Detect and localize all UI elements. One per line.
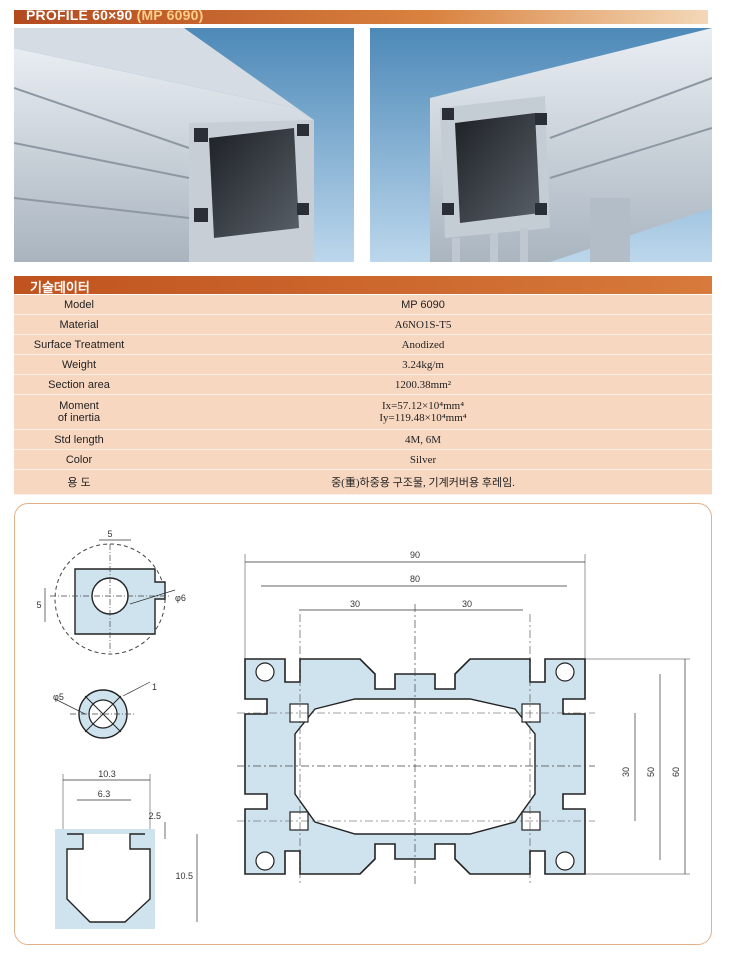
spec-value: 3.24kg/m [144, 354, 712, 375]
spec-value-line1: Ix=57.12×10⁴mm⁴ [381, 400, 465, 412]
dim-total-width: 90 [410, 550, 420, 560]
groove-detail: 10.3 6.3 2.5 10.5 [55, 769, 198, 929]
spec-value: 1200.38mm² [144, 374, 712, 395]
table-row: Section area 1200.38mm² [14, 374, 712, 395]
spec-label: Surface Treatment [14, 334, 144, 355]
dim-slot-left: 5 [36, 600, 41, 610]
spec-label: 용 도 [14, 469, 144, 495]
dim-slot-top: 5 [107, 529, 112, 539]
table-row: 용 도 중(重)하중용 구조물, 기계커버용 후레임. [14, 469, 712, 495]
table-row: Moment of inertia Ix=57.12×10⁴mm⁴ Iy=119… [14, 394, 712, 430]
tech-data-header: 기술데이터 [14, 276, 712, 295]
dim-groove-depth: 10.5 [175, 871, 193, 881]
spec-value: 중(重)하중용 구조물, 기계커버용 후레임. [144, 469, 712, 495]
main-cross-section: 90 80 30 30 30 [237, 550, 690, 884]
dim-groove-width: 10.3 [98, 769, 116, 779]
spec-label: Color [14, 449, 144, 470]
spec-label: Section area [14, 374, 144, 395]
table-row: Surface Treatment Anodized [14, 334, 712, 355]
spec-value: A6NO1S-T5 [144, 314, 712, 335]
spec-value: MP 6090 [144, 295, 712, 315]
spec-value: Ix=57.12×10⁴mm⁴ Iy=119.48×10⁴mm⁴ [144, 394, 712, 430]
spec-table: Model MP 6090 Material A6NO1S-T5 Surface… [14, 295, 712, 495]
title-code: (MP 6090) [136, 7, 204, 23]
dim-core-diameter: φ5 [53, 692, 64, 702]
dim-height-mid: 50 [646, 767, 656, 777]
technical-drawing-panel: 5 5 φ6 φ5 1 10.3 6.3 [14, 503, 712, 945]
table-row: Material A6NO1S-T5 [14, 314, 712, 335]
title-bar [14, 10, 708, 24]
table-row: Model MP 6090 [14, 295, 712, 315]
core-detail: φ5 1 [53, 681, 157, 739]
spec-label: Weight [14, 354, 144, 375]
profile-photo-left [14, 28, 354, 262]
page-title: PROFILE 60×90 (MP 6090) [26, 7, 203, 23]
dim-gap-a: 30 [350, 599, 360, 609]
spec-value: Anodized [144, 334, 712, 355]
spec-value: 4M, 6M [144, 429, 712, 450]
tech-data-title: 기술데이터 [30, 280, 90, 295]
title-prefix: PROFILE 60×90 [26, 7, 133, 23]
spec-value: Silver [144, 449, 712, 470]
spec-label: Moment of inertia [14, 394, 144, 430]
dim-gap-b: 30 [462, 599, 472, 609]
technical-drawing: 5 5 φ6 φ5 1 10.3 6.3 [36, 529, 690, 929]
dim-height-inner: 30 [621, 767, 631, 777]
dim-groove-lip: 2.5 [148, 811, 161, 821]
table-row: Weight 3.24kg/m [14, 354, 712, 375]
dim-slot-diameter: φ6 [175, 593, 186, 603]
spec-value-line2: Iy=119.48×10⁴mm⁴ [379, 412, 467, 424]
table-row: Color Silver [14, 449, 712, 470]
dim-groove-inner: 6.3 [98, 789, 111, 799]
spec-label: Model [14, 295, 144, 315]
table-row: Std length 4M, 6M [14, 429, 712, 450]
spec-label-line2: of inertia [57, 412, 101, 424]
dim-height-total: 60 [671, 767, 681, 777]
spec-label: Std length [14, 429, 144, 450]
profile-photo-right [370, 28, 712, 262]
dim-width-80: 80 [410, 574, 420, 584]
slot-detail: 5 5 φ6 [36, 529, 186, 655]
spec-label-line1: Moment [59, 400, 99, 412]
dim-core-wall: 1 [152, 682, 157, 692]
spec-label: Material [14, 314, 144, 335]
